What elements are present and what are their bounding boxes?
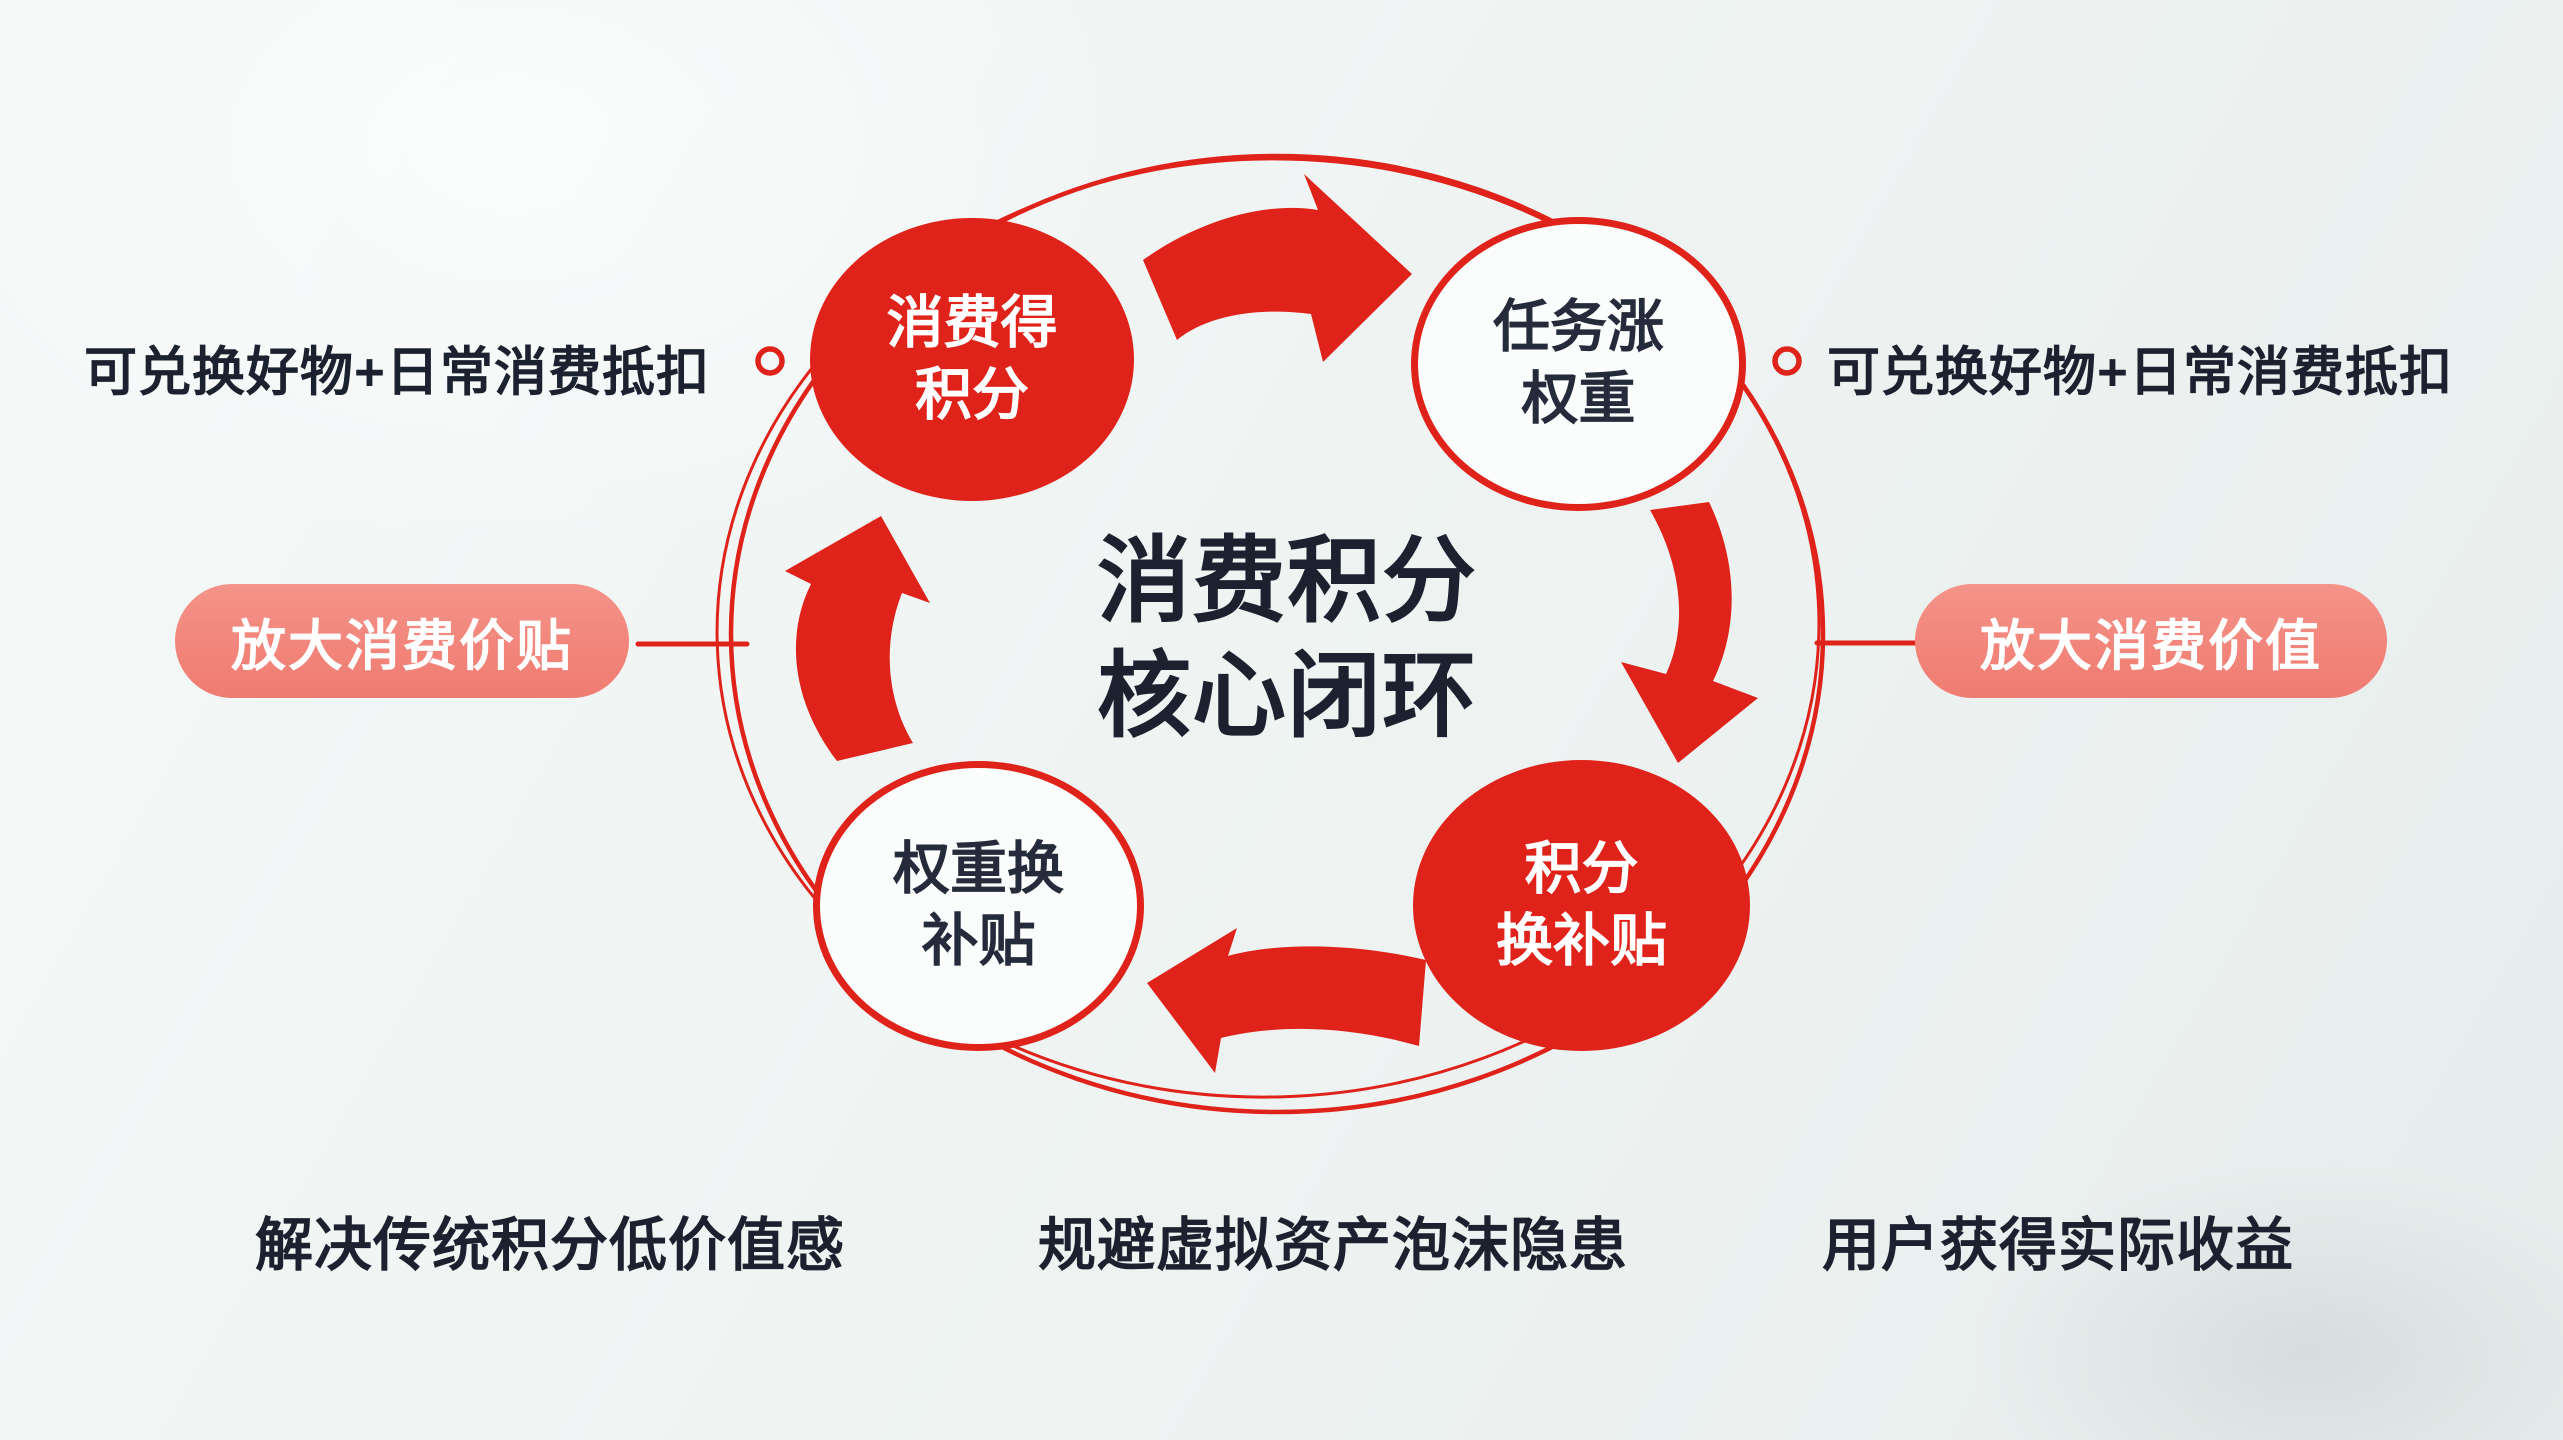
arrow-right-down-icon	[1621, 502, 1758, 763]
right-note: 可兑换好物+日常消费抵扣	[1827, 343, 2453, 402]
node-label-line: 权重	[1521, 367, 1636, 431]
footnote-bubble-risk: 规避虚拟资产泡沫隐患	[1037, 1213, 1629, 1278]
cycle-outline-icon	[728, 153, 1826, 1115]
node-consume-earn-points: 消费得 积分	[810, 218, 1134, 501]
diagram-title-line1: 消费积分	[1096, 528, 1477, 633]
node-label-line: 积分	[915, 362, 1029, 427]
ring-marker-left-icon	[755, 346, 785, 376]
node-label-line: 权重换	[893, 837, 1064, 902]
diagram-title: 消费积分 核心闭环	[1017, 524, 1557, 753]
node-label-line: 换补贴	[1496, 908, 1667, 973]
ring-marker-right-icon	[1772, 346, 1802, 376]
node-task-raise-weight: 任务涨 权重	[1411, 217, 1746, 511]
footnote-user-benefit: 用户获得实际收益	[1821, 1213, 2295, 1278]
node-weight-for-subsidy: 权重换 补贴	[813, 761, 1144, 1051]
arrow-left-up-icon	[785, 516, 930, 761]
node-label-line: 补贴	[921, 909, 1036, 973]
arrow-top-right-icon	[1143, 174, 1412, 362]
footnote-low-value: 解决传统积分低价值感	[254, 1213, 846, 1278]
arrow-bottom-left-icon	[1147, 928, 1426, 1073]
right-pill-label: 放大消费价值	[1915, 584, 2387, 698]
node-label-line: 消费得	[886, 290, 1058, 355]
node-points-for-subsidy: 积分 换补贴	[1413, 760, 1750, 1051]
diagram-title-line2: 核心闭环	[1096, 642, 1477, 748]
left-pill-label: 放大消费价贴	[175, 584, 629, 698]
node-label-line: 积分	[1524, 836, 1639, 901]
node-label-line: 任务涨	[1493, 295, 1664, 360]
left-note: 可兑换好物+日常消费抵扣	[84, 343, 710, 402]
